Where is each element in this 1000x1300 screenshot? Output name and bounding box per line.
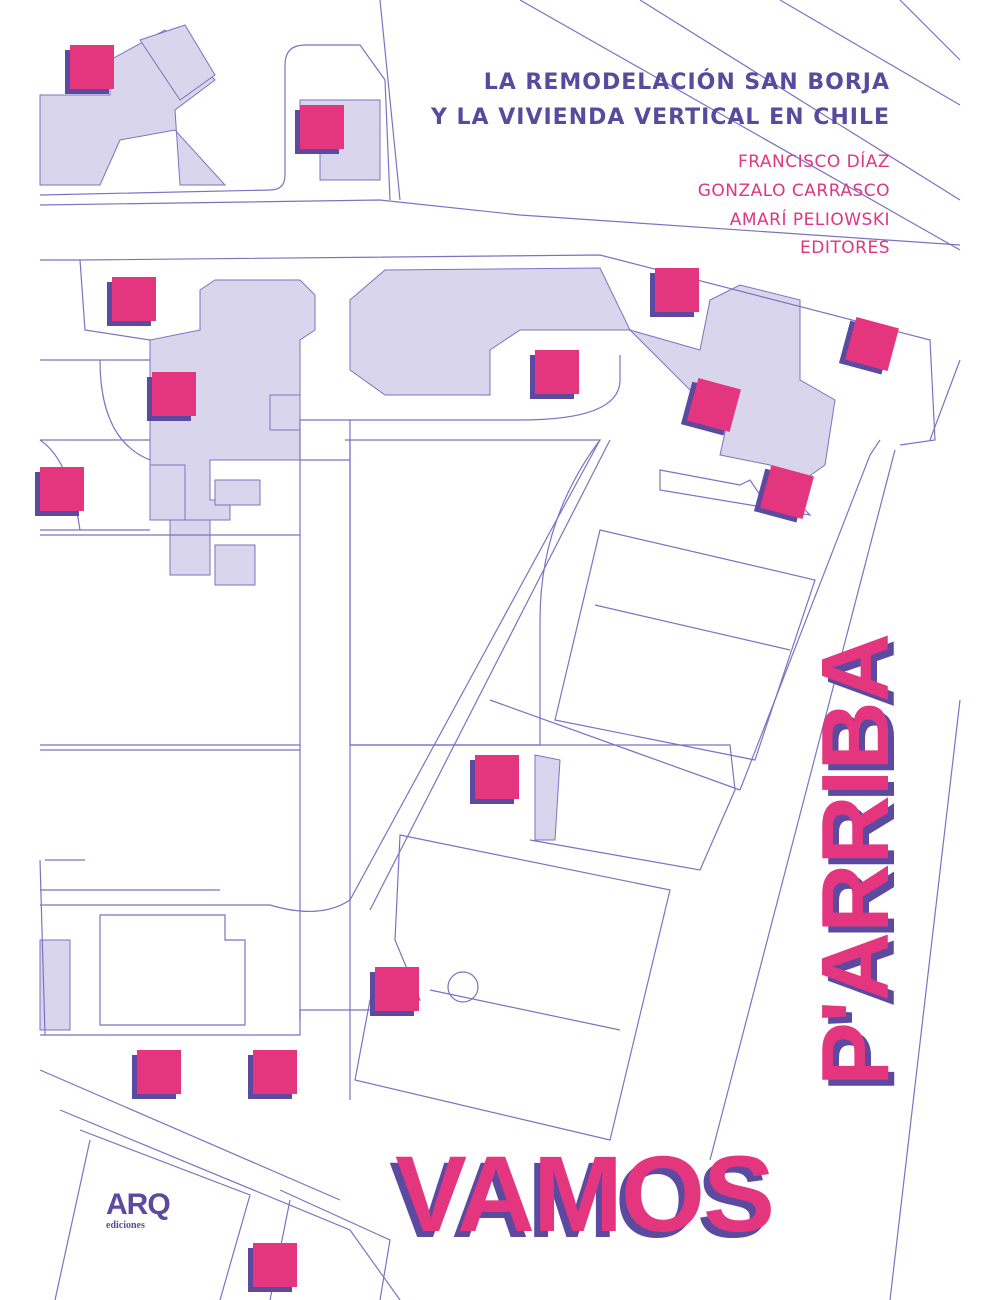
- building-marker: [295, 105, 344, 154]
- building-marker: [370, 967, 419, 1016]
- marker-square: [70, 45, 114, 89]
- marker-square: [253, 1050, 297, 1094]
- building-marker: [530, 350, 579, 399]
- building-marker: [65, 45, 114, 94]
- marker-square: [137, 1050, 181, 1094]
- marker-square: [760, 465, 814, 519]
- marker-square: [40, 467, 84, 511]
- marker-square: [475, 755, 519, 799]
- marker-square: [112, 277, 156, 321]
- publisher-name: ARQ: [106, 1188, 171, 1221]
- marker-square: [375, 967, 419, 1011]
- building-marker: [248, 1243, 297, 1292]
- marker-square: [845, 317, 899, 371]
- building-marker: [132, 1050, 181, 1099]
- publisher-sub: ediciones: [106, 1220, 145, 1231]
- building-marker: [248, 1050, 297, 1099]
- building-marker: [650, 268, 699, 317]
- building-footprints: [39, 24, 836, 1031]
- editor-name: GONZALO CARRASCO: [697, 181, 890, 201]
- editors-label: EDITORES: [800, 238, 890, 258]
- building-marker: [147, 372, 196, 421]
- street-lines: [39, 0, 961, 1300]
- building-marker: [35, 467, 84, 516]
- building-marker: [753, 465, 814, 523]
- publisher-logo: ARQ ediciones: [106, 1188, 171, 1232]
- marker-square: [687, 378, 741, 432]
- marker-square: [253, 1243, 297, 1287]
- building-marker: [838, 317, 899, 375]
- main-title-parriba: P'ARRIBA: [802, 633, 909, 1087]
- marker-square: [152, 372, 196, 416]
- book-title-line-1: LA REMODELACIÓN SAN BORJA: [483, 70, 890, 95]
- marker-square: [300, 105, 344, 149]
- building-marker: [107, 277, 156, 326]
- main-title-vamos: VAMOS: [395, 1133, 775, 1254]
- building-marker: [470, 755, 519, 804]
- editor-name: FRANCISCO DÍAZ: [738, 152, 890, 172]
- book-title-line-2: Y LA VIVIENDA VERTICAL EN CHILE: [430, 105, 890, 130]
- editor-name: AMARÍ PELIOWSKI: [729, 210, 890, 230]
- marker-square: [655, 268, 699, 312]
- building-markers: [35, 45, 899, 1292]
- marker-square: [535, 350, 579, 394]
- building-marker: [680, 378, 741, 436]
